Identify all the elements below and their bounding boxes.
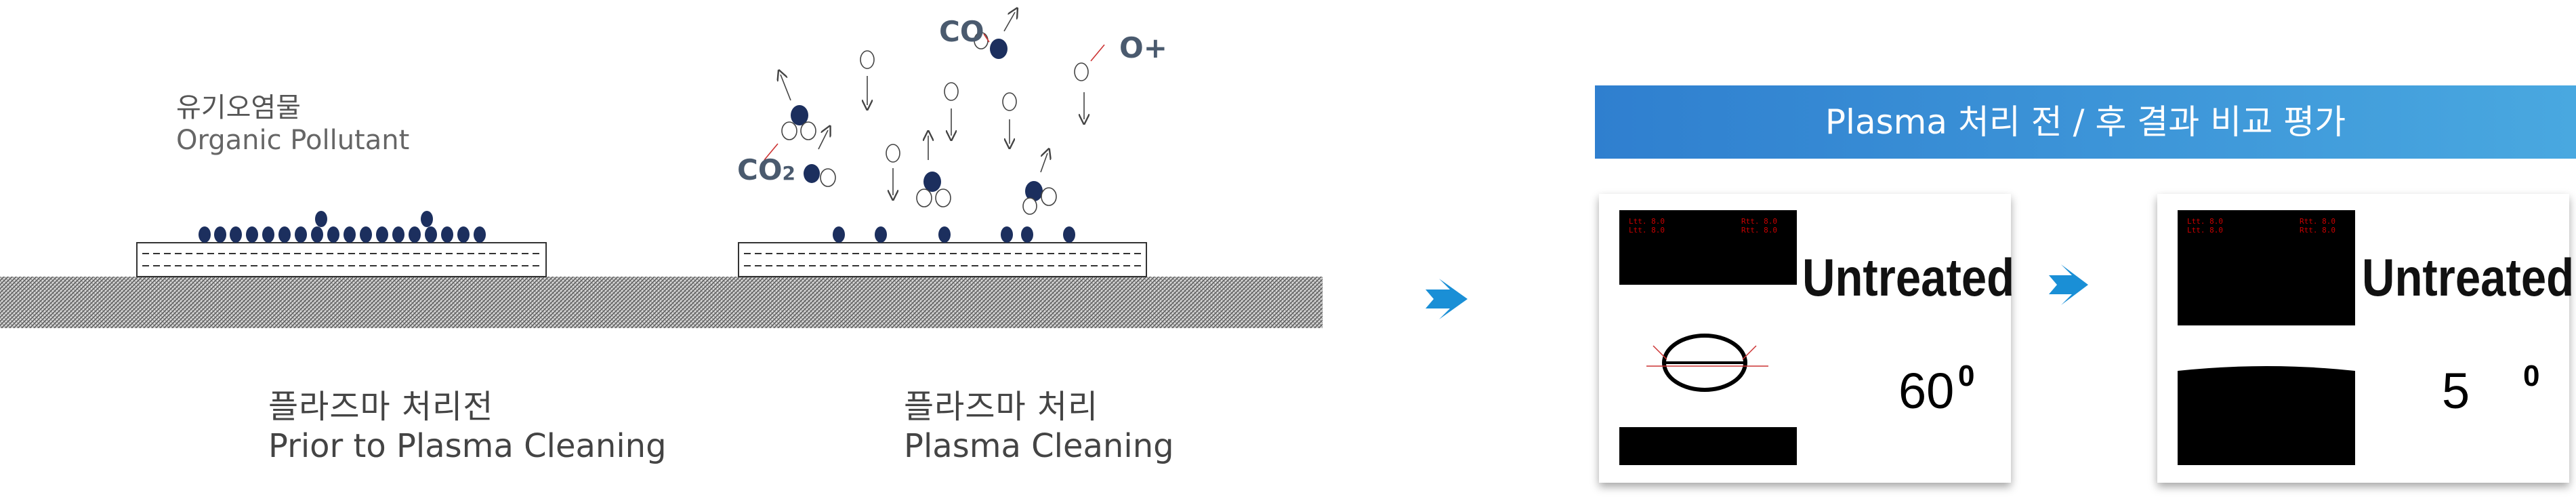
degree-mark-before: 0	[1958, 359, 1975, 393]
card-label-before: Untreated	[1802, 247, 2015, 307]
o-plus-label: O+	[1119, 31, 1167, 64]
plasma-reaction-species	[764, 12, 1105, 215]
before-caption-en: Prior to Plasma Cleaning	[268, 427, 667, 465]
co2-label: CO2	[737, 153, 796, 186]
substrate	[0, 277, 1323, 328]
remaining-molecules	[833, 226, 1075, 243]
contact-angle-after: 5	[2442, 363, 2470, 419]
pollutant-layer-before	[136, 242, 547, 277]
result-arrow-icon	[2049, 264, 2088, 305]
pollutant-layer-during	[738, 242, 1147, 277]
contact-angle-before: 60	[1898, 363, 1955, 419]
card-label-after: Untreated	[2362, 247, 2575, 307]
during-caption-ko: 플라즈마 처리	[904, 388, 1099, 426]
comparison-banner: Plasma 처리 전 / 후 결과 비교 평가	[1595, 85, 2576, 159]
degree-mark-after: 0	[2523, 359, 2540, 393]
pollutant-label-en: Organic Pollutant	[176, 125, 410, 156]
co-label: CO	[939, 15, 984, 48]
during-caption-en: Plasma Cleaning	[904, 427, 1174, 465]
organic-pollutant-molecules	[199, 211, 486, 243]
pollutant-label-ko: 유기오염물	[176, 92, 301, 123]
before-caption-ko: 플라즈마 처리전	[268, 388, 494, 426]
process-arrow-icon	[1426, 279, 1468, 319]
